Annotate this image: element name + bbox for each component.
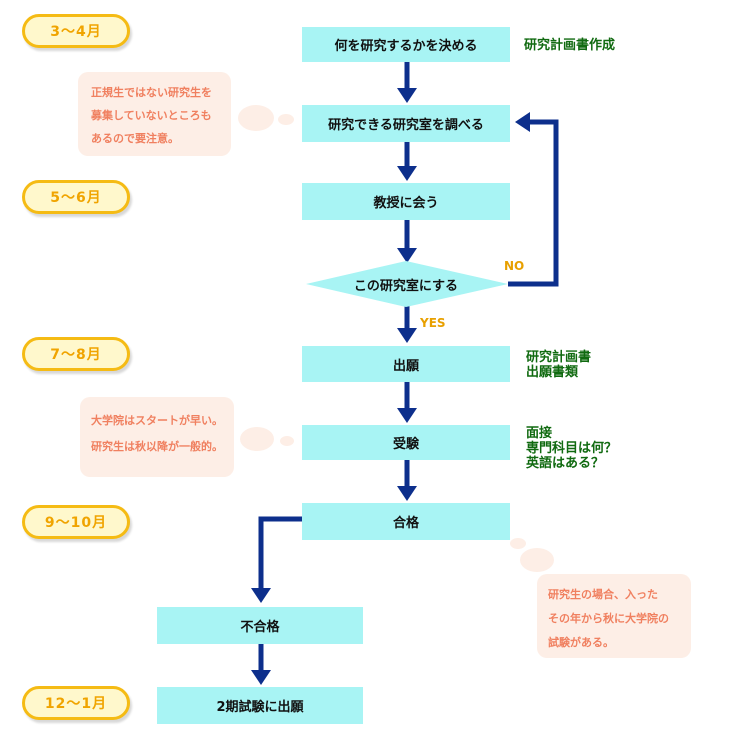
step-second-round-apply: 2期試験に出願 bbox=[157, 687, 363, 724]
period-mar-apr: 3〜4月 bbox=[22, 14, 130, 48]
step-decide-topic: 何を研究するかを決める bbox=[302, 27, 510, 62]
note-bubble-small bbox=[280, 436, 294, 446]
note-research-student: 正規生ではない研究生を 募集していないところも あるので要注意。 bbox=[78, 72, 231, 156]
decision-choose-lab: この研究室にする bbox=[353, 278, 459, 294]
note-bubble-large bbox=[240, 427, 274, 451]
step-meet-professor: 教授に会う bbox=[302, 183, 510, 220]
note-bubble-small bbox=[278, 114, 294, 125]
branch-no-label: NO bbox=[504, 259, 525, 273]
step-exam: 受験 bbox=[302, 425, 510, 460]
note-schedule: 大学院はスタートが早い。 研究生は秋以降が一般的。 bbox=[80, 397, 234, 477]
step-search-labs: 研究できる研究室を調べる bbox=[302, 105, 510, 142]
period-dec-jan: 12〜1月 bbox=[22, 686, 130, 720]
period-jul-aug: 7〜8月 bbox=[22, 337, 130, 371]
period-may-jun: 5〜6月 bbox=[22, 180, 130, 214]
step-pass: 合格 bbox=[302, 503, 510, 540]
step-apply: 出願 bbox=[302, 346, 510, 382]
label-research-plan: 研究計画書作成 bbox=[524, 38, 616, 53]
label-exam-contents: 面接 専門科目は何？ 英語はある？ bbox=[526, 426, 618, 471]
note-bubble-large bbox=[520, 548, 554, 572]
arrow-no-loop bbox=[508, 112, 559, 287]
label-application-docs: 研究計画書 出願書類 bbox=[526, 350, 592, 380]
step-fail: 不合格 bbox=[157, 607, 363, 644]
note-after-pass: 研究生の場合、入った その年から秋に大学院の 試験がある。 bbox=[537, 574, 691, 658]
note-bubble-small bbox=[510, 538, 526, 549]
branch-yes-label: YES bbox=[420, 316, 446, 330]
note-bubble-large bbox=[238, 105, 274, 131]
decision-diamond bbox=[306, 261, 508, 307]
period-sep-oct: 9〜10月 bbox=[22, 505, 130, 539]
arrow-pass-to-fail bbox=[251, 516, 302, 603]
